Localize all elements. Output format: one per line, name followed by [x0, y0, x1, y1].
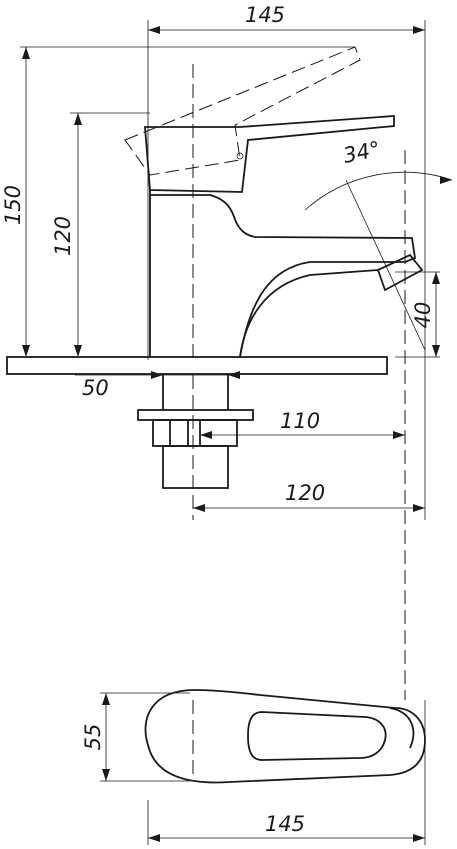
- shank: [162, 445, 229, 489]
- lever-handle: [144, 115, 395, 193]
- dim-base-diameter: 50: [82, 376, 109, 400]
- dim-spout-reach-full: 120: [285, 481, 325, 505]
- center-lines: [192, 64, 406, 780]
- dim-plan-width: 55: [81, 724, 105, 751]
- faucet-top-view: [144, 689, 426, 784]
- dim-bottom-width: 145: [265, 812, 305, 836]
- dim-height-total: 150: [1, 185, 25, 225]
- dim-height-body: 120: [51, 216, 75, 256]
- dim-top-width: 145: [245, 3, 285, 27]
- handle-slot: [247, 711, 387, 761]
- dim-spout-reach: 110: [280, 409, 320, 433]
- dim-spout-offset: 40: [411, 302, 435, 329]
- lever-handle-open: [124, 46, 361, 176]
- faucet-side-view: [6, 46, 424, 375]
- mounting-nut: [137, 374, 254, 489]
- faucet-body: [149, 194, 416, 358]
- aerator: [376, 253, 424, 292]
- deck-plate: [6, 356, 388, 375]
- dim-angle: 34°: [341, 137, 382, 168]
- extension-lines: [20, 20, 440, 845]
- dimension-lines: [22, 26, 453, 842]
